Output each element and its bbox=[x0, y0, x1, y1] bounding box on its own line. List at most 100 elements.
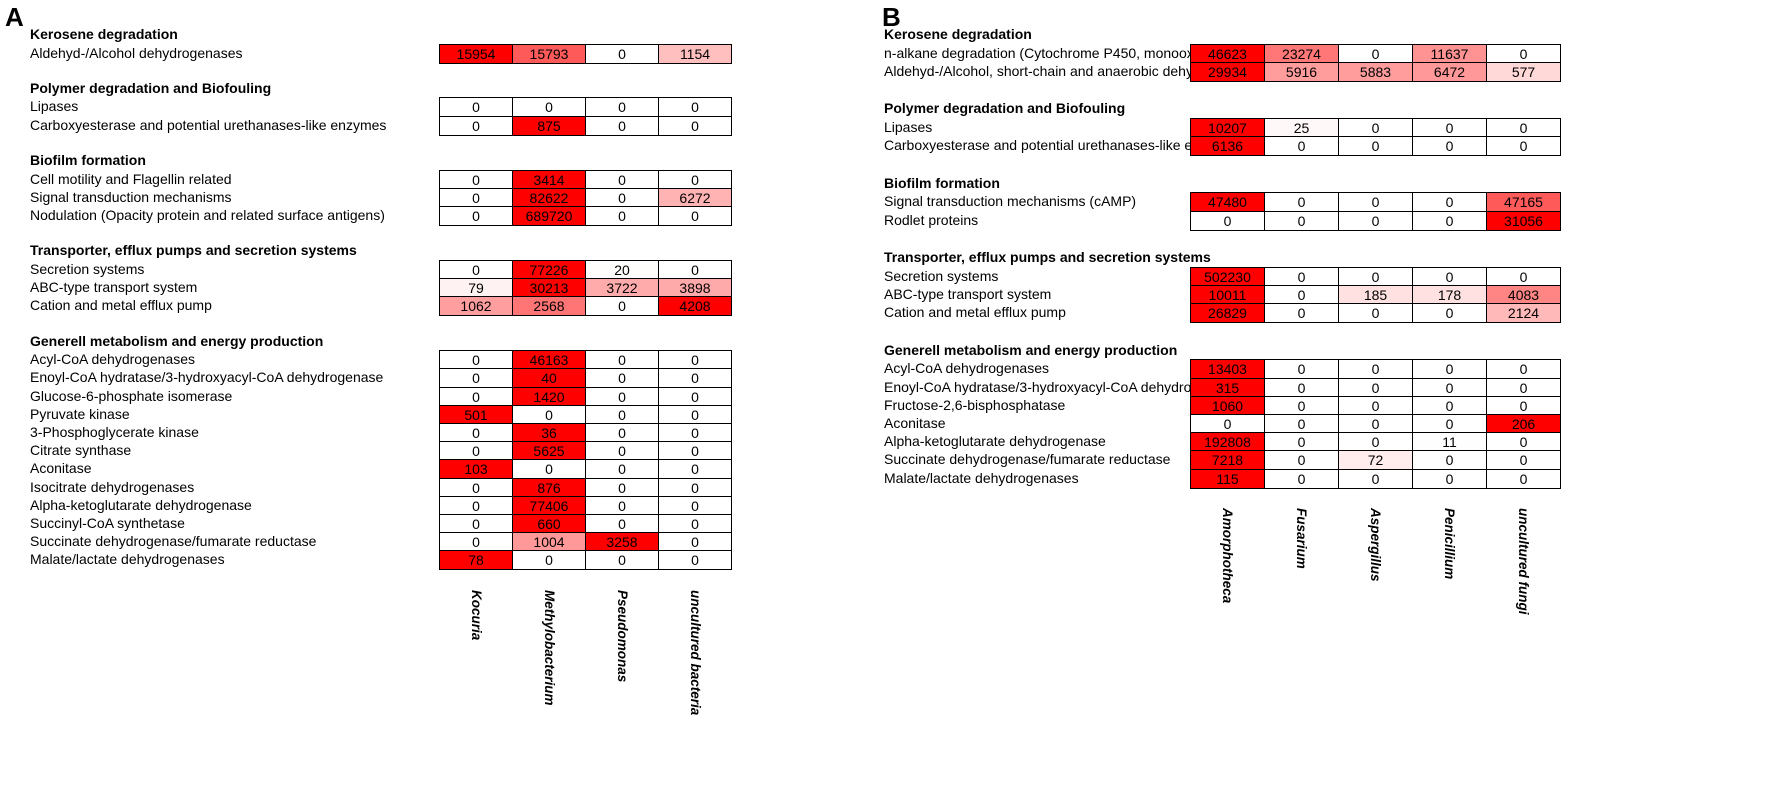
heatmap-cell: 0 bbox=[658, 513, 732, 534]
row-label: Lipases bbox=[884, 118, 933, 135]
heatmap-cell: 192808 bbox=[1190, 432, 1265, 453]
heatmap-cell: 0 bbox=[1264, 468, 1339, 489]
heatmap-cell: 876 bbox=[512, 477, 586, 498]
heatmap-cell: 0 bbox=[585, 495, 659, 516]
heatmap-cell: 0 bbox=[658, 441, 732, 462]
heatmap-cell: 0 bbox=[1264, 413, 1339, 434]
heatmap-cell: 3898 bbox=[658, 278, 732, 298]
heatmap-cell: 29934 bbox=[1190, 61, 1265, 82]
heatmap-cell: 0 bbox=[1338, 303, 1413, 324]
heatmap-cell: 6472 bbox=[1412, 61, 1487, 82]
heatmap-cell: 689720 bbox=[512, 205, 586, 226]
heatmap-cell: 0 bbox=[439, 187, 513, 208]
heatmap-cell: 0 bbox=[658, 532, 732, 553]
row-label: ABC-type transport system bbox=[30, 279, 198, 295]
heatmap-cell: 0 bbox=[1412, 303, 1487, 324]
heatmap-cell: 72 bbox=[1338, 450, 1413, 471]
heatmap-cell: 0 bbox=[512, 97, 586, 118]
heatmap-cell: 0 bbox=[585, 169, 659, 190]
row-label: Pyruvate kinase bbox=[30, 405, 130, 422]
heatmap-cell: 10207 bbox=[1190, 117, 1265, 138]
section-title: Generell metabolism and energy productio… bbox=[30, 332, 324, 349]
heatmap-cell: 0 bbox=[1338, 413, 1413, 434]
section-title: Transporter, efflux pumps and secretion … bbox=[884, 249, 1211, 266]
heatmap-cell: 0 bbox=[1264, 377, 1339, 398]
section-title: Biofilm formation bbox=[884, 174, 1000, 191]
heatmap-cell: 0 bbox=[1264, 284, 1339, 305]
heatmap-cell: 0 bbox=[439, 422, 513, 443]
heatmap-cell: 0 bbox=[585, 422, 659, 443]
heatmap-cell: 0 bbox=[1412, 395, 1487, 416]
heatmap-cell: 0 bbox=[1338, 43, 1413, 64]
heatmap-cell: 13403 bbox=[1190, 359, 1265, 380]
heatmap-cell: 0 bbox=[1338, 468, 1413, 489]
row-label: Secretion systems bbox=[30, 260, 145, 277]
heatmap-cell: 0 bbox=[1412, 450, 1487, 471]
heatmap-cell: 0 bbox=[585, 441, 659, 462]
heatmap-cell: 0 bbox=[1264, 192, 1339, 213]
column-label: uncultured bacteria bbox=[687, 589, 703, 715]
heatmap-cell: 0 bbox=[1486, 359, 1561, 380]
heatmap-cell: 0 bbox=[439, 495, 513, 516]
row-label: Succinyl-CoA synthetase bbox=[30, 514, 185, 531]
column-label: Aspergillus bbox=[1368, 507, 1383, 582]
heatmap-cell: 0 bbox=[439, 441, 513, 462]
row-label: Signal transduction mechanisms (cAMP) bbox=[884, 193, 1137, 210]
row-label: Cation and metal efflux pump bbox=[30, 297, 212, 314]
heatmap-cell: 0 bbox=[1264, 359, 1339, 380]
heatmap-cell: 0 bbox=[1412, 468, 1487, 489]
heatmap-cell: 178 bbox=[1412, 284, 1487, 305]
heatmap-cell: 0 bbox=[1412, 359, 1487, 380]
heatmap-cell: 0 bbox=[658, 169, 732, 190]
section-title: Transporter, efflux pumps and secretion … bbox=[30, 242, 357, 259]
heatmap-cell: 0 bbox=[585, 550, 659, 571]
heatmap-cell: 875 bbox=[512, 115, 586, 136]
heatmap-cell: 0 bbox=[1264, 266, 1339, 287]
heatmap-cell: 82622 bbox=[512, 187, 586, 208]
row-label: Alpha-ketoglutarate dehydrogenase bbox=[884, 433, 1106, 450]
heatmap-cell: 4208 bbox=[658, 296, 732, 317]
row-label: Succinate dehydrogenase/fumarate reducta… bbox=[884, 451, 1171, 468]
heatmap-cell: 0 bbox=[439, 477, 513, 498]
heatmap-cell: 3258 bbox=[585, 532, 659, 553]
row-label: Carboxyesterase and potential urethanase… bbox=[30, 116, 387, 133]
row-label: Carboxyesterase and potential urethanase… bbox=[884, 137, 1241, 154]
heatmap-cell: 185 bbox=[1338, 284, 1413, 305]
heatmap-cell: 0 bbox=[439, 368, 513, 389]
row-label: Lipases bbox=[30, 98, 79, 115]
heatmap-cell: 0 bbox=[1264, 136, 1339, 157]
heatmap-cell: 11637 bbox=[1412, 43, 1487, 64]
heatmap-cell: 0 bbox=[439, 386, 513, 407]
heatmap-cell: 0 bbox=[585, 477, 659, 498]
row-label: Enoyl-CoA hydratase/3-hydroxyacyl-CoA de… bbox=[884, 378, 1238, 395]
heatmap-cell: 11 bbox=[1412, 432, 1487, 453]
heatmap-cell: 0 bbox=[1486, 377, 1561, 398]
heatmap-cell: 0 bbox=[585, 187, 659, 208]
heatmap-cell: 0 bbox=[1486, 395, 1561, 416]
section-title: Kerosene degradation bbox=[884, 26, 1032, 42]
heatmap-cell: 0 bbox=[585, 205, 659, 226]
row-label: Aldehyd-/Alcohol dehydrogenases bbox=[30, 44, 243, 61]
column-label: Methylobacterium bbox=[541, 589, 557, 706]
heatmap-cell: 77406 bbox=[512, 495, 586, 516]
row-label: Aconitase bbox=[884, 414, 946, 431]
heatmap-cell: 0 bbox=[1486, 266, 1561, 287]
heatmap-cell: 0 bbox=[658, 477, 732, 498]
row-label: Aconitase bbox=[30, 460, 92, 477]
heatmap-cell: 4083 bbox=[1486, 284, 1561, 305]
heatmap-cell: 0 bbox=[658, 350, 732, 371]
row-label: Rodlet proteins bbox=[884, 211, 979, 228]
heatmap-cell: 3722 bbox=[585, 278, 659, 298]
heatmap-cell: 115 bbox=[1190, 468, 1265, 489]
row-label: Signal transduction mechanisms bbox=[30, 188, 232, 205]
row-label: Secretion systems bbox=[884, 267, 999, 284]
heatmap-cell: 0 bbox=[658, 550, 732, 571]
row-label: Malate/lactate dehydrogenases bbox=[884, 469, 1079, 486]
heatmap-cell: 40 bbox=[512, 368, 586, 389]
heatmap-cell: 0 bbox=[1412, 192, 1487, 213]
heatmap-cell: 0 bbox=[585, 296, 659, 317]
heatmap-cell: 0 bbox=[1264, 210, 1339, 231]
heatmap-cell: 0 bbox=[1338, 192, 1413, 213]
